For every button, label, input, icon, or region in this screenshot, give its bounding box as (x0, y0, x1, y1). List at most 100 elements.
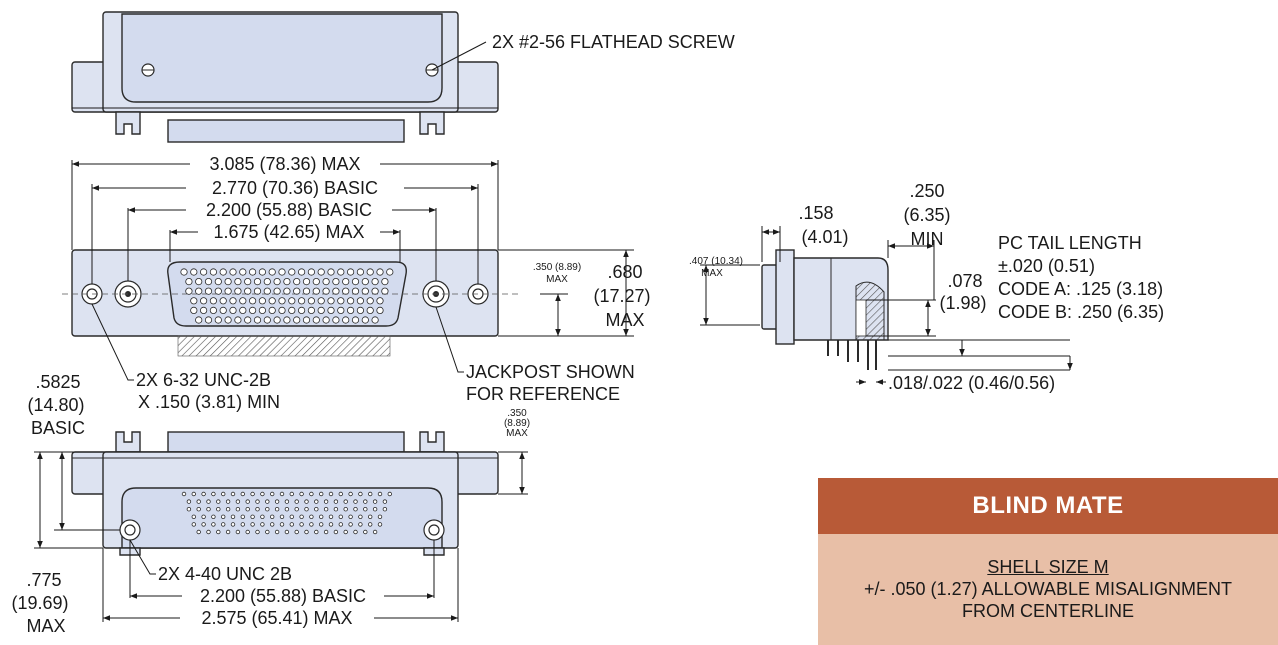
pin-contact (230, 522, 236, 527)
pin-contact (229, 306, 237, 314)
pin-contact (342, 277, 350, 286)
pin-contact (270, 491, 275, 497)
pin-contact (195, 316, 203, 324)
pin-contact (274, 529, 280, 535)
pin-contact (299, 522, 304, 527)
pin-contact (377, 522, 383, 527)
pin-contact (230, 491, 236, 497)
pin-contact (302, 277, 311, 286)
pin-contact (195, 287, 203, 295)
pin-contact (343, 499, 348, 504)
pin-contact (255, 499, 260, 504)
pin-contact (304, 529, 309, 535)
pin-contact (319, 491, 324, 497)
pin-contact (253, 277, 262, 286)
pin-contact (201, 491, 206, 497)
pin-contact (224, 316, 232, 324)
pin-contact (288, 306, 296, 314)
pin-contact (190, 268, 198, 276)
pin-contact (342, 316, 350, 324)
small-dim-line2: MAX (546, 274, 568, 285)
pin-contact (214, 287, 222, 295)
pin-contact (382, 499, 388, 504)
pin-contact (327, 268, 335, 276)
pin-contact (245, 499, 250, 504)
pin-contact (191, 522, 196, 527)
pin-contact (240, 522, 245, 527)
pin-contact (195, 277, 203, 286)
pin-contact (258, 268, 266, 276)
pin-contact (338, 514, 343, 519)
tail-code-b: CODE B: .250 (6.35) (998, 302, 1164, 322)
pin-contact (201, 522, 206, 527)
pin-contact (239, 268, 247, 276)
pin-contact (204, 316, 213, 324)
pin-contact (333, 507, 339, 512)
side-depth-line2: MAX (701, 268, 723, 279)
bottom-small-line3: MAX (506, 428, 528, 439)
pin-contact (356, 306, 364, 314)
pin-contact (216, 529, 221, 535)
insert-width-dim: 1.675 (42.65) MAX (213, 222, 364, 242)
pin-contact (322, 277, 330, 286)
pin-contact (244, 277, 252, 286)
pin-contact (299, 514, 304, 519)
pin-contact (263, 316, 271, 324)
pin-contact (255, 529, 260, 535)
pin-contact (302, 287, 311, 295)
pin-contact (346, 268, 355, 276)
pin-contact (216, 507, 221, 512)
pin-contact (307, 297, 315, 305)
pin-contact (337, 268, 345, 276)
pin-contact (366, 268, 374, 276)
pin-contact (319, 514, 324, 519)
pin-contact (224, 287, 232, 295)
pin-contact (234, 277, 242, 286)
mount-spacing-dim: 2.770 (70.36) BASIC (212, 178, 378, 198)
pin-contact (317, 306, 325, 314)
misalignment-text: +/- .050 (1.27) ALLOWABLE MISALIGNMENT (864, 579, 1232, 599)
pin-contact (273, 316, 281, 324)
pin-contact (332, 316, 340, 324)
centerline-text: FROM CENTERLINE (961, 601, 1134, 621)
pin-contact (348, 522, 353, 527)
pin-contact (196, 499, 201, 504)
pin-contact (258, 297, 266, 305)
pin-contact (288, 297, 296, 305)
pin-contact (323, 499, 329, 504)
pin-contact (204, 277, 213, 286)
pin-contact (200, 268, 208, 276)
pin-contact (283, 287, 291, 295)
pin-contact (249, 268, 257, 276)
pin-contact (234, 287, 242, 295)
pin-contact (371, 316, 379, 324)
bottom-left-dim-line2: (14.80) (27, 395, 84, 415)
pin-contact (244, 316, 252, 324)
pin-contact (314, 529, 319, 535)
pin-contact (307, 268, 315, 276)
pin-grid (180, 268, 394, 324)
bottom-height-line1: .775 (26, 570, 61, 590)
pin-contact (366, 306, 374, 314)
pin-contact (338, 522, 343, 527)
pin-contact (293, 287, 301, 295)
pin-contact (204, 287, 213, 295)
screw-callout: 2X #2-56 FLATHEAD SCREW (492, 32, 735, 52)
pin-contact (249, 306, 257, 314)
pin-contact (211, 514, 216, 519)
pin-contact (327, 297, 335, 305)
pitch-dim-line2: (1.98) (939, 293, 986, 313)
pin-contact (190, 297, 198, 305)
pin-contact (279, 522, 285, 527)
pin-contact (353, 529, 358, 535)
pin-contact (328, 522, 334, 527)
jackpost-spacing-dim: 2.200 (55.88) BASIC (206, 200, 372, 220)
pin-contact (289, 514, 294, 519)
pin-contact (312, 277, 320, 286)
pin-contact (278, 268, 286, 276)
pin-contact (263, 277, 271, 286)
bottom-small-line2: (8.89) (504, 418, 530, 429)
pin-contact (240, 491, 245, 497)
pin-contact (191, 491, 196, 497)
standoff-dim-line1: .250 (909, 181, 944, 201)
